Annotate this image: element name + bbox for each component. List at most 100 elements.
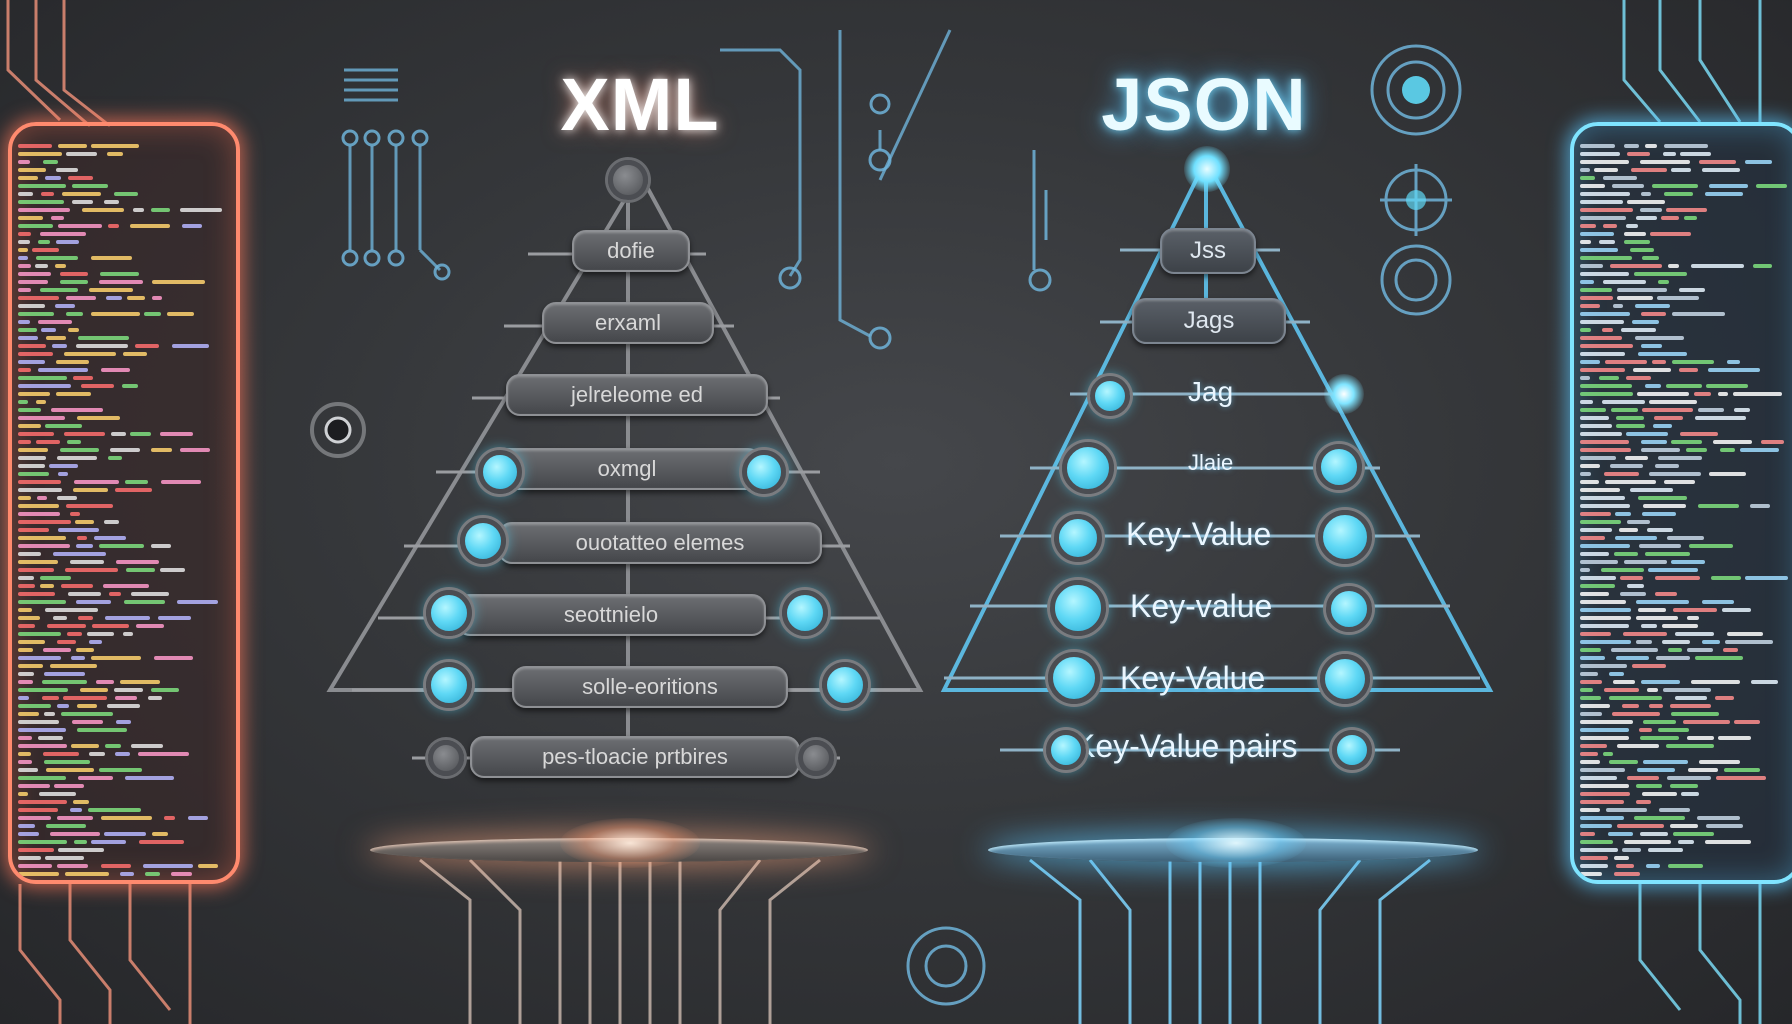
code-glyph-line [1580,744,1607,748]
code-glyph-line [50,664,97,668]
code-glyph-line [1706,824,1743,828]
code-glyph-line [110,448,140,452]
code-glyph-line [1672,360,1714,364]
code-glyph-line [1601,568,1644,572]
code-glyph-line [1680,432,1718,436]
code-glyph-line [53,552,106,556]
code-glyph-line [116,560,159,564]
code-glyph-line [18,520,71,524]
code-glyph-line [43,160,58,164]
code-glyph-line [1654,416,1683,420]
code-glyph-line [1580,856,1608,860]
code-glyph-line [88,808,141,812]
code-glyph-line [18,680,33,684]
code-glyph-line [107,704,140,708]
code-glyph-line [103,584,149,588]
code-glyph-line [1642,792,1677,796]
code-glyph-line [127,296,145,300]
code-glyph-line [1655,576,1700,580]
code-glyph-line [1580,560,1618,564]
code-glyph-line [1608,832,1633,836]
code-glyph-line [1672,312,1725,316]
code-glyph-line [1610,264,1662,268]
code-glyph-line [1640,208,1662,212]
code-glyph-line [1580,256,1632,260]
code-glyph-line [104,520,119,524]
code-glyph-line [138,752,189,756]
code-glyph-line [64,432,105,436]
code-glyph-line [1642,256,1659,260]
code-glyph-line [1580,600,1626,604]
code-glyph-line [1580,864,1608,868]
code-glyph-line [49,464,78,468]
code-glyph-line [1617,824,1664,828]
code-glyph-line [108,224,119,228]
code-glyph-line [92,624,129,628]
code-glyph-line [1580,184,1605,188]
code-glyph-line [1655,592,1677,596]
code-glyph-line [1580,296,1613,300]
code-glyph-line [18,464,45,468]
code-glyph-line [61,584,93,588]
code-glyph-line [99,768,142,772]
code-glyph-line [1615,512,1631,516]
code-glyph-line [101,368,130,372]
code-glyph-line [72,184,108,188]
code-glyph-line [18,440,31,444]
code-glyph-line [63,696,107,700]
code-glyph-line [1650,232,1691,236]
code-glyph-line [1649,400,1697,404]
code-glyph-line [1603,224,1617,228]
code-glyph-line [18,848,54,852]
code-glyph-line [71,656,85,660]
xml-node [428,740,464,776]
code-glyph-line [18,728,66,732]
xml-node [822,662,868,708]
code-glyph-line [1661,216,1679,220]
code-glyph-line [1580,224,1596,228]
code-glyph-line [1580,280,1594,284]
code-glyph-line [1671,560,1705,564]
code-glyph-line [94,536,126,540]
json-label-7: Key-Value [1120,660,1266,696]
code-glyph-line [18,480,61,484]
code-glyph-line [18,368,31,372]
code-glyph-line [1641,312,1666,316]
code-glyph-line [37,496,47,500]
code-glyph-line [1699,760,1740,764]
json-code-panel [1570,122,1792,884]
code-glyph-line [45,424,82,428]
code-glyph-line [1622,704,1639,708]
code-glyph-line [18,840,67,844]
code-glyph-line [76,600,111,604]
code-glyph-line [18,584,35,588]
code-glyph-line [130,224,170,228]
xml-heading: XML [560,63,720,146]
code-glyph-line [1580,400,1593,404]
code-glyph-line [68,176,93,180]
code-glyph-line [18,712,39,716]
code-glyph-line [144,312,161,316]
code-glyph-line [1698,504,1739,508]
code-glyph-line [91,312,140,316]
code-glyph-line [1687,736,1714,740]
json-label-6: Key-value [1130,588,1273,624]
code-glyph-line [125,480,148,484]
json-label-8: Key-Value pairs [1074,728,1298,764]
code-glyph-line [1639,728,1652,732]
code-glyph-line [18,736,32,740]
code-glyph-line [1668,864,1703,868]
code-glyph-line [77,728,127,732]
code-glyph-line [18,264,31,268]
code-glyph-line [104,832,146,836]
code-glyph-line [151,544,171,548]
code-glyph-line [1633,368,1671,372]
code-glyph-line [1638,496,1687,500]
code-glyph-line [57,456,97,460]
code-glyph-line [1632,320,1659,324]
code-glyph-line [152,296,162,300]
code-glyph-line [1624,232,1646,236]
code-glyph-line [1642,512,1676,516]
code-glyph-line [18,328,37,332]
code-glyph-line [1649,704,1663,708]
